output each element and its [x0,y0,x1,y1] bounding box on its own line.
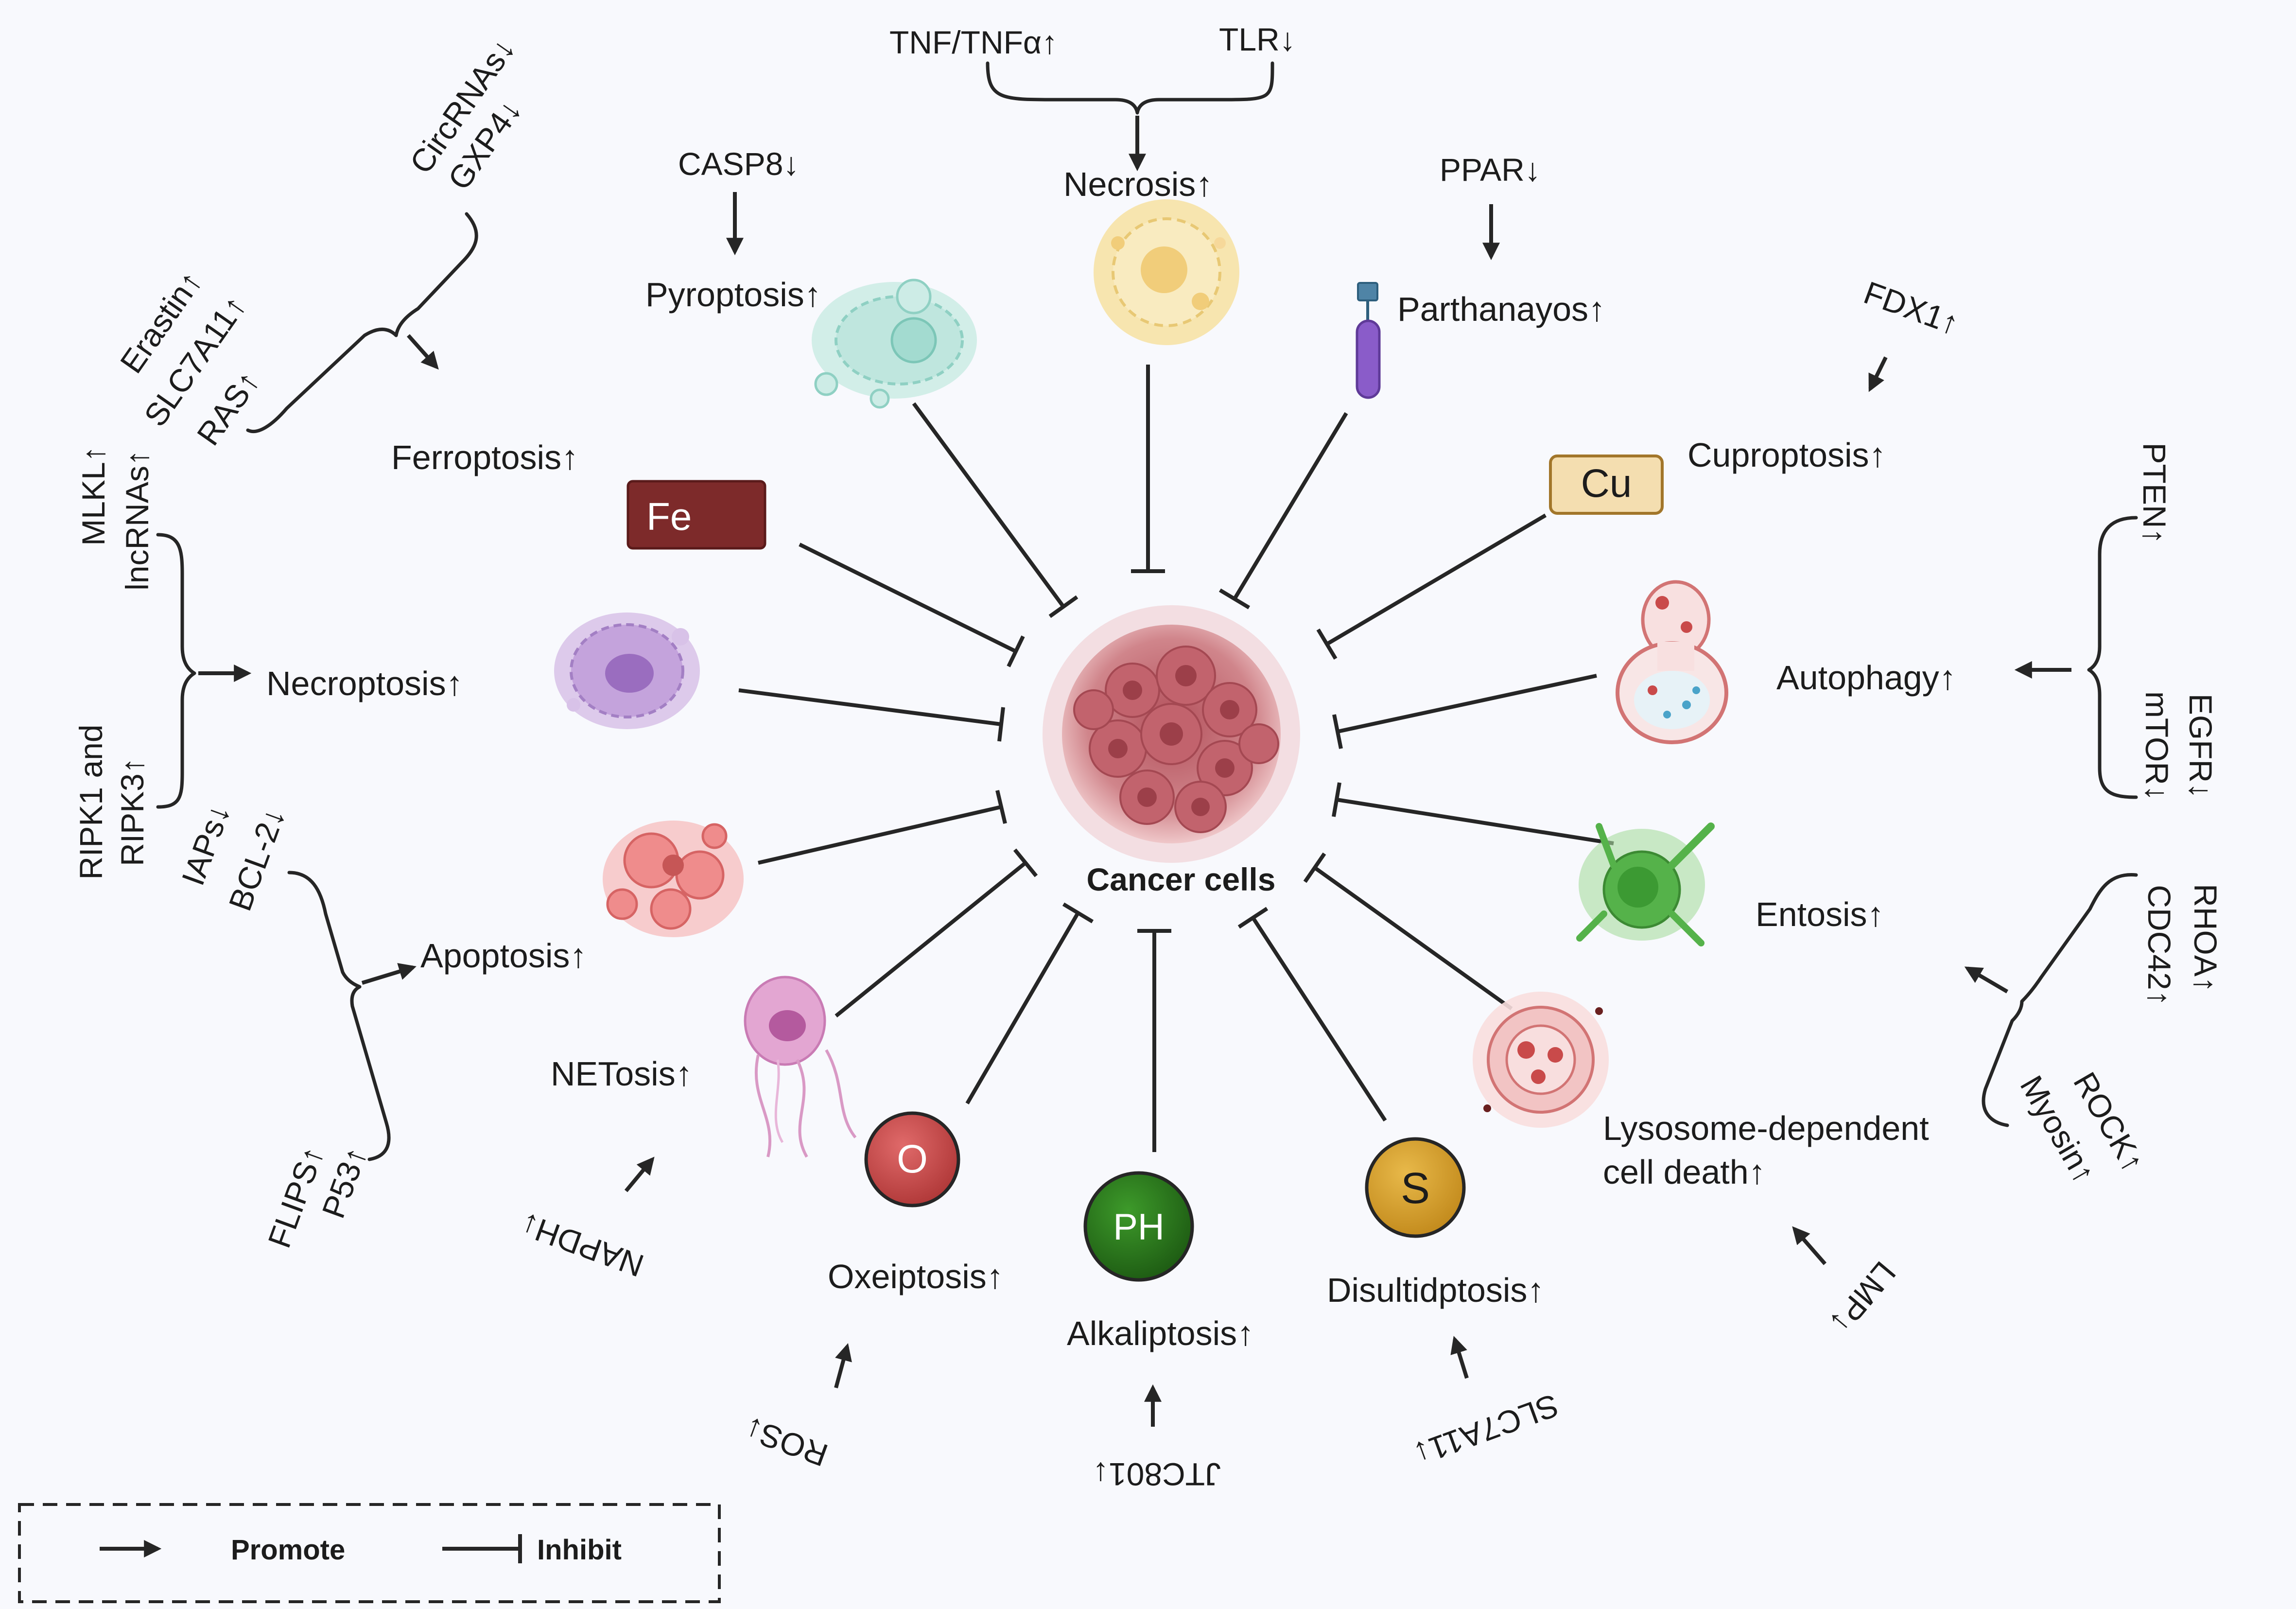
netosis-label: NETosis↑ [551,1055,693,1093]
legend-inhibit-label: Inhibit [537,1534,622,1566]
inhibit-lines [738,365,1614,1152]
lncrnas-label: lncRNAs↑ [119,450,155,591]
entosis-cell [1576,822,1715,946]
ph-label: PH [1113,1207,1165,1248]
mlkl-label: MLKL↑ [75,446,111,545]
jtc801-label: JTC801↓ [1093,1456,1221,1492]
disulfidptosis-label: Disultidptosis↑ [1327,1271,1544,1309]
entosis-brace [1982,873,2138,1127]
cdc42-label: CDC42↑ [2141,885,2177,1006]
egfr-group: EGFR↓ [2183,694,2219,799]
oxeiptosis-arrow [834,1343,852,1389]
ripk3-label: RIPK3↑ [114,757,150,866]
apoptosis-arrow [361,963,417,985]
fe-box: Fe [626,480,766,550]
apoptosis-brace [287,871,391,1161]
cu-box: Cu [1549,455,1664,515]
ferroptosis-label: Ferroptosis↑ [391,438,578,476]
egfr-label: EGFR↓ [2183,694,2219,799]
cuproptosis-label: Cuproptosis↑ [1687,436,1886,474]
autophagy-brace [2087,516,2138,799]
apoptosis-cell [603,821,744,937]
rhoa-label: RHOA↑ [2188,884,2224,993]
o-atom: O [864,1111,960,1207]
rhoa-group: RHOA↑ [2188,884,2224,993]
necrosis-cell [1094,199,1239,345]
legend: Promote Inhibit [18,1503,721,1603]
pyroptosis-label: Pyroptosis↑ [645,276,821,314]
pten-group: PTEN↑ [2137,442,2173,544]
ferroptosis-arrow [407,334,439,370]
necrosis-label: Necrosis↑ [1063,165,1213,203]
tlr-label: TLR↓ [1219,21,1296,57]
autophagy-cell [1616,580,1728,744]
disulfidptosis-arrow [1450,1336,1469,1379]
jtc801-group: JTC801↓ [1093,1456,1221,1492]
cancer-cells-cluster [1043,605,1300,863]
tnf-label: TNF/TNFα↑ [889,24,1058,60]
s-label: S [1401,1164,1430,1213]
entosis-arrow [1964,966,2009,994]
s-atom: S [1365,1137,1466,1238]
mtor-group: mTOR↓ [2139,691,2175,801]
ph-atom: PH [1083,1171,1194,1282]
ppar-label: PPAR↓ [1440,152,1541,188]
casp8-label: CASP8↓ [678,146,799,182]
lncrnas-group: lncRNAs↑ [119,450,155,591]
tnf-tlr-brace [986,61,1274,115]
legend-promote-label: Promote [231,1534,345,1566]
entosis-label: Entosis↑ [1756,895,1884,933]
lysosome-label-line1: Lysosome-dependent [1603,1109,1929,1147]
mtor-label: mTOR↓ [2139,691,2175,801]
ferroptosis-brace [246,212,478,434]
netosis-cell [744,976,857,1158]
autophagy-label: Autophagy↑ [1776,659,1956,697]
mlkl-group: MLKL↑ [75,446,111,545]
parthanatos-protein-icon [1356,282,1381,399]
lysosome-arrow [1792,1226,1827,1265]
ripk1-label: RIPK1 and [73,724,109,879]
alkaliptosis-label: Alkaliptosis↑ [1067,1314,1254,1352]
fe-label: Fe [646,495,692,538]
cdc42-group: CDC42↑ [2141,885,2177,1006]
ripk3-group: RIPK3↑ [114,757,150,866]
cancer-cells-label: Cancer cells [1087,861,1276,897]
necroptosis-brace [156,533,196,809]
apoptosis-label: Apoptosis↑ [420,937,587,975]
cuproptosis-arrow [1868,356,1888,392]
oxeiptosis-label: Oxeiptosis↑ [828,1258,1004,1295]
ripk1-group: RIPK1 and [73,724,109,879]
necroptosis-label: Necroptosis↑ [266,665,463,702]
cu-label: Cu [1581,461,1632,506]
lysosome-label-line2: cell death↑ [1603,1153,1766,1191]
pten-label: PTEN↑ [2137,442,2173,544]
parthanatos-label: Parthanayos↑ [1397,290,1605,328]
netosis-arrow [624,1156,655,1192]
lysosome-cell [1473,992,1609,1128]
pyroptosis-cell [812,279,977,409]
necroptosis-cell [554,612,700,729]
o-label: O [897,1137,928,1181]
